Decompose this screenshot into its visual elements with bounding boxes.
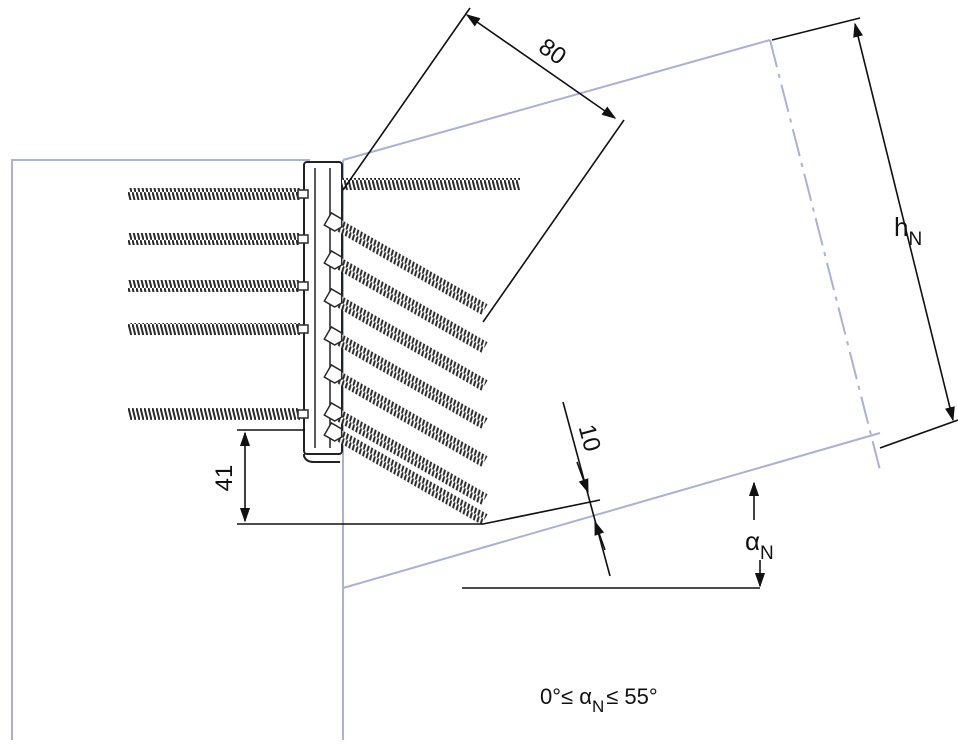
dimension-alpha <box>462 481 766 589</box>
dim-hn-extension-top <box>771 17 861 41</box>
dim-80-extension-right <box>482 119 625 323</box>
dimension-41 <box>237 429 483 525</box>
inclined-screw-7 <box>323 421 488 525</box>
main-beam-outline <box>11 159 344 740</box>
inclined-screw-5 <box>323 363 488 467</box>
dimension-80 <box>342 7 625 323</box>
inclined-screw-2 <box>323 249 488 353</box>
dim-80-extension-left <box>342 7 471 191</box>
secondary-beam-bottom-edge <box>342 432 881 589</box>
dimension-alpha-label: αN <box>745 526 774 564</box>
dimension-10 <box>482 401 611 577</box>
horizontal-screw-4 <box>128 323 309 335</box>
dim-10-extension <box>482 499 601 525</box>
horizontal-screw-3 <box>128 280 309 292</box>
horizontal-screw-5 <box>128 408 309 420</box>
inclined-screw-4 <box>323 325 488 429</box>
inclined-screw-6 <box>323 401 488 505</box>
dim-10-arrow-top <box>576 461 589 494</box>
horizontal-screw-2 <box>128 233 309 245</box>
secondary-beam-end-centerline <box>769 39 881 471</box>
angle-range-note: 0°≤ αN≤ 55° <box>540 684 658 716</box>
dimension-hn-label: hN <box>894 212 922 250</box>
horizontal-screw-1 <box>128 188 309 200</box>
plate-foot <box>303 454 340 463</box>
main-beam-edge <box>11 159 310 740</box>
horizontal-screw-right <box>342 178 520 190</box>
dimension-41-label: 41 <box>211 465 238 492</box>
inclined-screws <box>323 211 488 525</box>
dimension-hn <box>771 17 958 449</box>
inclined-screw-1 <box>323 211 488 315</box>
dim-hn-extension-bottom <box>879 419 958 449</box>
dimension-10-label: 10 <box>573 422 606 455</box>
dim-10-arrow-bottom <box>594 520 606 551</box>
dim-80-line <box>465 14 617 119</box>
dim-hn-line <box>853 22 955 422</box>
inclined-screw-3 <box>323 287 488 391</box>
